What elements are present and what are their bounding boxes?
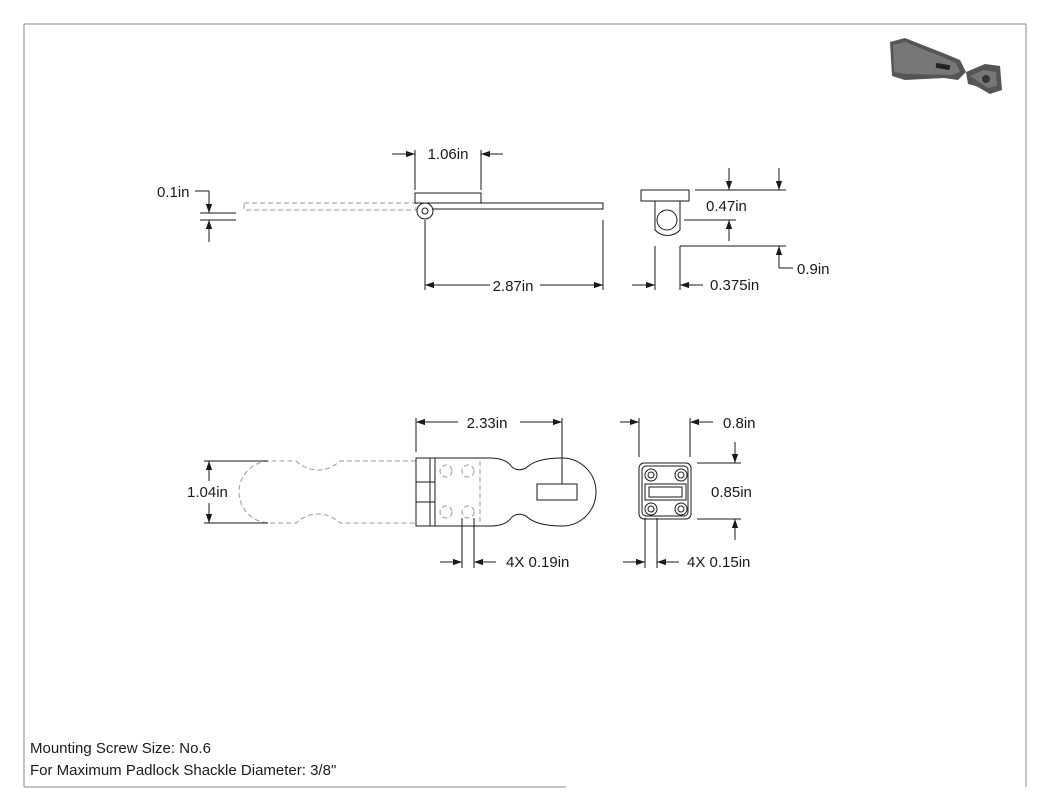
mounting-screw-note: Mounting Screw Size: No.6	[30, 740, 211, 757]
dim-0-47: 0.47in	[706, 198, 747, 215]
end-view	[640, 189, 690, 236]
sheet-border	[23, 23, 1027, 788]
staple-plate-view	[638, 462, 692, 520]
dim-0-9: 0.9in	[797, 261, 830, 278]
dim-0-375: 0.375in	[710, 277, 759, 294]
padlock-shackle-note: For Maximum Padlock Shackle Diameter: 3/…	[30, 762, 337, 779]
dim-2-87: 2.87in	[493, 278, 534, 295]
dim-2-33: 2.33in	[467, 415, 508, 432]
dim-1-06: 1.06in	[428, 146, 469, 163]
dim-0-85: 0.85in	[711, 484, 752, 501]
isometric-thumbnail	[890, 38, 1002, 94]
dim-0-1: 0.1in	[157, 184, 190, 201]
end-view-dims	[632, 168, 793, 290]
staple-plate-dims	[620, 418, 741, 568]
top-view	[415, 457, 597, 527]
dim-4x-0-19: 4X 0.19in	[506, 554, 569, 571]
top-view-hidden	[238, 460, 481, 524]
side-view	[243, 192, 604, 220]
side-view-dims	[195, 150, 604, 290]
top-view-dims	[204, 418, 563, 568]
dim-4x-0-15: 4X 0.15in	[687, 554, 750, 571]
dim-0-8: 0.8in	[723, 415, 756, 432]
dim-1-04: 1.04in	[187, 484, 228, 501]
